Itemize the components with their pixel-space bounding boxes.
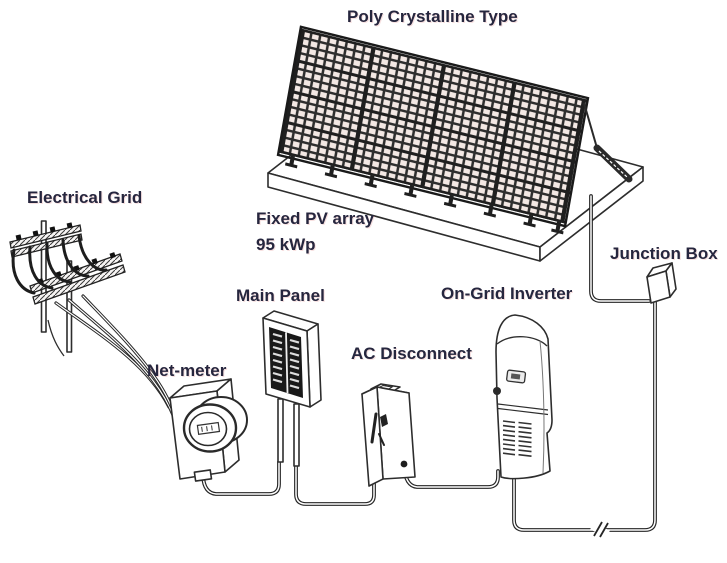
cable-break-symbol xyxy=(590,521,610,538)
grid-pole-left xyxy=(40,220,47,333)
inverter-display xyxy=(506,369,527,384)
label-pv-array-line2: 95 kWp xyxy=(256,235,316,254)
pv-mount-feet xyxy=(285,155,564,235)
label-pv-array-line1: Fixed PV array xyxy=(256,209,375,228)
pv-array-frame xyxy=(276,25,590,228)
netmeter-base-bracket xyxy=(193,469,213,482)
wire-inverter-to-junctionbox xyxy=(512,298,657,532)
inverter-drawing xyxy=(493,314,553,480)
inverter-vent-right xyxy=(518,421,532,457)
pv-module-frames xyxy=(278,28,588,224)
inverter-top-band xyxy=(496,336,548,347)
junction-box-drawing xyxy=(646,262,677,304)
breaker-column-right xyxy=(289,338,300,390)
wire-acdisconnect-to-inverter xyxy=(402,463,500,489)
net-meter-drawing xyxy=(169,378,248,482)
wire-array-to-junctionbox xyxy=(589,194,651,303)
grid-upper-arm-rail xyxy=(9,224,82,249)
pv-array-drawing xyxy=(276,25,590,235)
grid-upper-insulators xyxy=(15,222,73,241)
label-main-panel: Main Panel xyxy=(236,286,325,305)
inverter-mid-divider xyxy=(497,403,549,416)
support-strut xyxy=(583,102,633,183)
inverter-dc-switch-knob xyxy=(493,387,501,395)
label-electrical-grid: Electrical Grid xyxy=(27,188,143,207)
mainpanel-leg-left xyxy=(277,398,284,463)
mainpanel-leg-right xyxy=(293,403,300,467)
inverter-vent-left xyxy=(502,420,516,456)
grid-drop-line xyxy=(47,319,65,357)
junctionbox-front-face xyxy=(646,270,671,304)
mainpanel-bay-divider xyxy=(285,332,289,394)
inverter-body xyxy=(495,314,553,480)
electrical-grid-drawing xyxy=(9,220,126,357)
grid-lower-arm-rail xyxy=(32,264,126,305)
grid-jumper-wires xyxy=(11,234,108,295)
label-net-meter: Net-meter xyxy=(147,361,227,380)
label-pv-array: Fixed PV array 95 kWp xyxy=(256,206,374,258)
inverter-side-contour xyxy=(539,340,545,474)
wire-mainpanel-to-acdisconnect xyxy=(294,462,376,506)
ac-disconnect-drawing xyxy=(361,383,416,487)
main-panel-drawing xyxy=(262,310,322,467)
wire-grid-to-netmeter xyxy=(54,294,179,425)
label-ac-disconnect: AC Disconnect xyxy=(351,344,472,363)
label-junction-box: Junction Box xyxy=(610,244,718,263)
meter-register xyxy=(196,421,221,436)
label-panel-type: Poly Crystalline Type xyxy=(347,7,518,26)
wires xyxy=(54,194,657,532)
wire-netmeter-to-mainpanel xyxy=(201,460,281,496)
label-on-grid-inverter: On-Grid Inverter xyxy=(441,284,573,303)
disconnect-lever xyxy=(370,412,388,446)
acdisconnect-conduit-hub xyxy=(400,460,408,468)
breaker-column-left xyxy=(272,332,283,384)
